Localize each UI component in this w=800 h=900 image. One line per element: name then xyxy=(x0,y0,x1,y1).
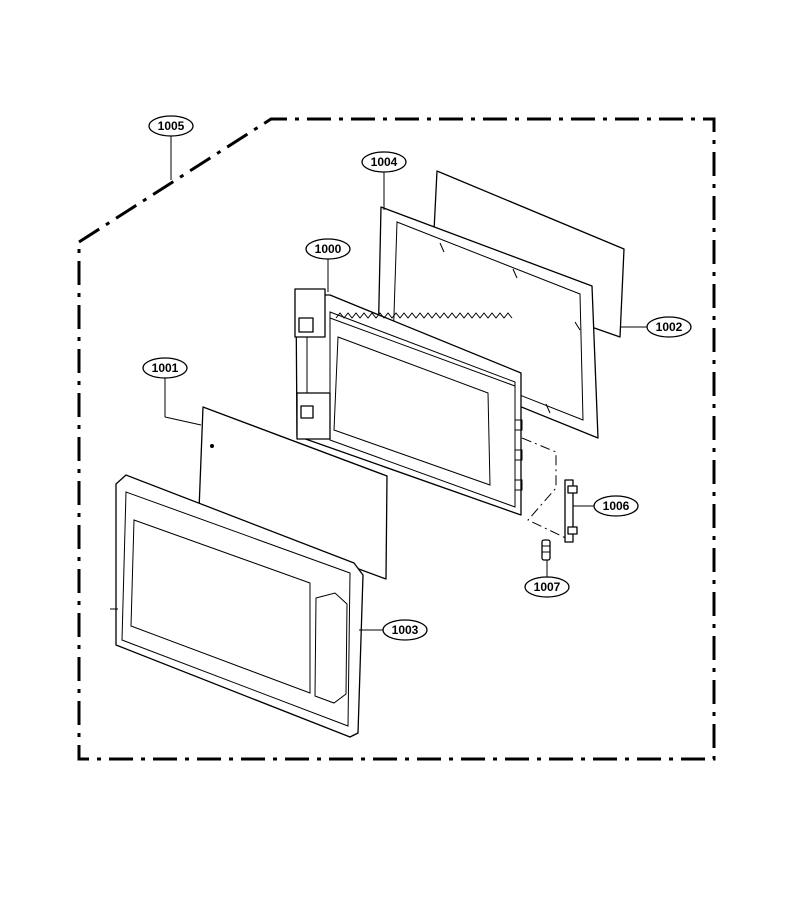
callout-1003: 1003 xyxy=(382,619,428,641)
inner-door xyxy=(294,288,523,516)
svg-text:1006: 1006 xyxy=(603,499,630,513)
svg-text:1001: 1001 xyxy=(152,361,179,375)
front-door xyxy=(110,474,364,738)
callout-1000: 1000 xyxy=(305,238,351,260)
svg-text:1005: 1005 xyxy=(158,119,185,133)
callout-1004: 1004 xyxy=(361,151,407,173)
callout-1005: 1005 xyxy=(148,115,194,137)
glass-panel xyxy=(198,406,388,580)
hinge-bracket xyxy=(521,437,578,543)
callout-1007: 1007 xyxy=(524,576,570,598)
callout-1001: 1001 xyxy=(142,357,188,379)
svg-text:1003: 1003 xyxy=(392,623,419,637)
callout-1006: 1006 xyxy=(593,495,639,517)
svg-text:1000: 1000 xyxy=(315,242,342,256)
door-frame xyxy=(377,206,599,439)
svg-text:1004: 1004 xyxy=(371,155,398,169)
callout-1002: 1002 xyxy=(646,316,692,338)
spring xyxy=(541,539,551,561)
assembly-boundary xyxy=(77,117,716,761)
svg-text:1007: 1007 xyxy=(534,580,561,594)
svg-text:1002: 1002 xyxy=(656,320,683,334)
